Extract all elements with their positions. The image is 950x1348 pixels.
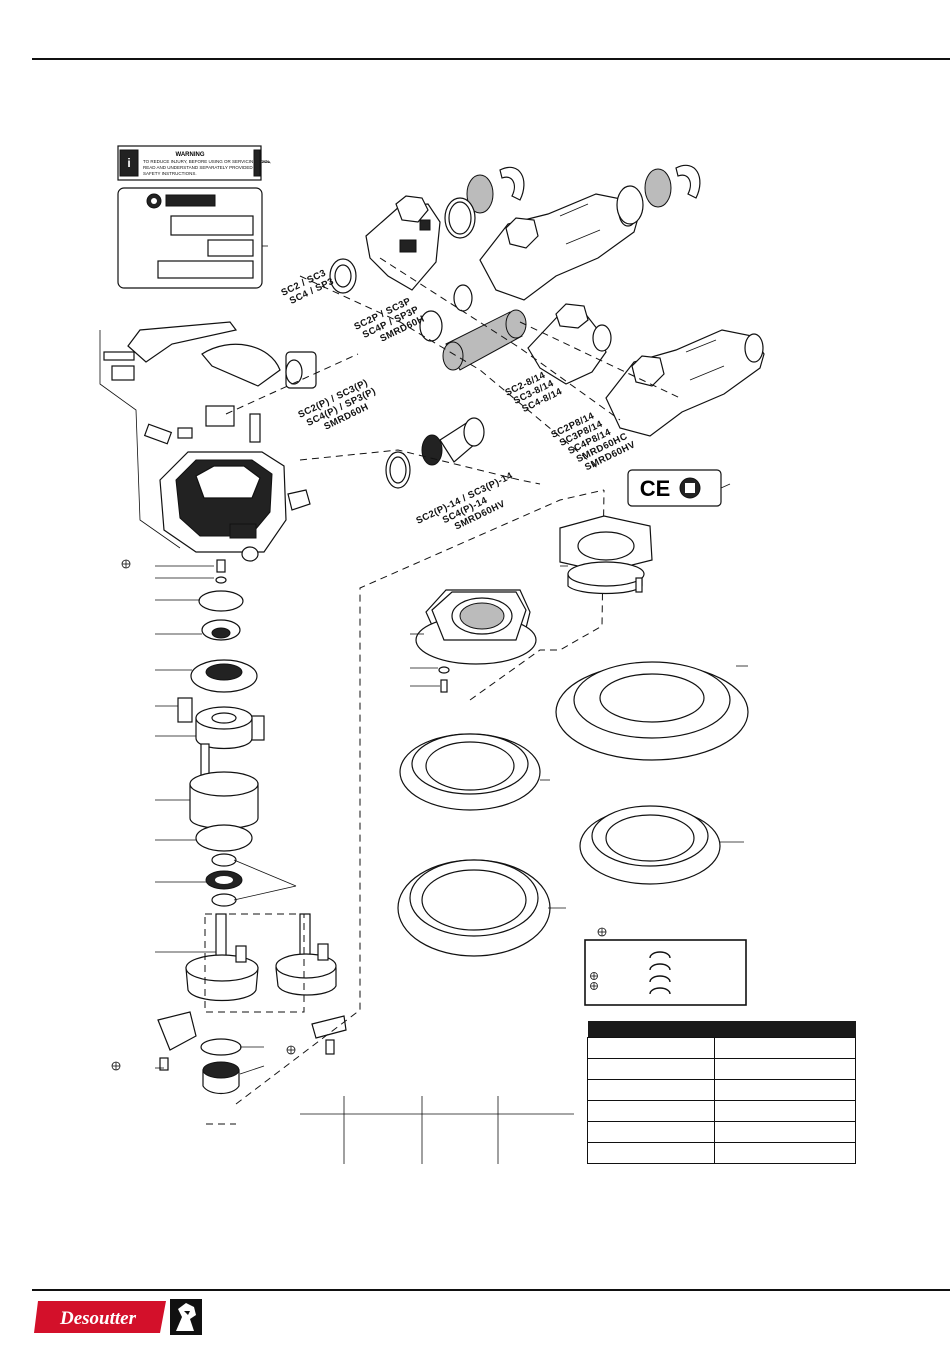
spindle-eccentric-alt [275, 913, 337, 996]
warning-text-3: SAFETY INSTRUCTIONS. [143, 171, 197, 176]
svg-text:i: i [127, 156, 130, 170]
table-row [587, 1142, 856, 1164]
shroud-small [397, 859, 551, 957]
shroud-leaders [410, 565, 748, 909]
retaining-clip-14 [675, 164, 701, 199]
model-grid [300, 1096, 574, 1164]
ce-marking: CE [627, 469, 722, 507]
variant-label-silencer-14: SC2(P)-14 / SC3(P)-14 SC4(P)-14 SMRD60HV [414, 470, 514, 532]
filter-disc-14 [644, 168, 672, 208]
warning-text-1: TO REDUCE INJURY, BEFORE USING OR SERVIC… [143, 159, 271, 164]
top-rule [32, 58, 950, 60]
table-row [587, 1058, 856, 1080]
leader-lines [155, 565, 297, 1075]
silencer-cylinder [442, 309, 527, 371]
counterweights [157, 1011, 347, 1071]
dashed-guides [204, 257, 681, 1125]
warning-title: WARNING [176, 152, 205, 158]
shroud-medium-2 [579, 805, 721, 885]
table-row [587, 1079, 856, 1101]
throttle-lever [103, 321, 238, 381]
silencer-14 [385, 417, 485, 489]
motor-housing-long-14 [605, 329, 765, 437]
svg-text:CE: CE [640, 476, 671, 501]
spec-table [587, 1021, 856, 1164]
table-row [587, 1037, 856, 1059]
motor-housing-long [479, 193, 639, 301]
filter-disc [466, 174, 494, 214]
rating-plate [117, 187, 263, 289]
square-adapter [415, 589, 537, 665]
spindle-eccentric [185, 913, 259, 1002]
warning-label: i WARNING TO REDUCE INJURY, BEFORE USING… [117, 145, 271, 181]
variant-label-housing-long: SC2P / SC3P SC4P / SP3P SMRD60H [352, 296, 426, 345]
pad-stack [177, 559, 265, 907]
table-row [587, 1121, 856, 1143]
warning-text-2: READ AND UNDERSTAND SEPARATELY PROVIDED [143, 165, 253, 170]
exhaust-deflector [285, 351, 317, 389]
bottom-rule [32, 1289, 950, 1291]
desoutter-logo: Desoutter [34, 1299, 202, 1335]
motor-housing-short-14 [527, 303, 612, 385]
seal-and-bearing [200, 1038, 242, 1095]
shroud-large [555, 661, 749, 761]
spec-table-header [587, 1021, 856, 1038]
critical-marks [111, 559, 296, 1071]
tool-body [159, 451, 287, 553]
brand-name: Desoutter [59, 1308, 137, 1329]
retaining-clip [499, 166, 525, 201]
orbit-legend [584, 927, 747, 1006]
table-row [587, 1100, 856, 1122]
valve-parts [143, 405, 261, 445]
variant-label-housing-short: SC2 / SC3 SC4 / SP3 [279, 268, 335, 307]
motor-housing-short [365, 195, 441, 291]
square-adapter-14 [559, 515, 653, 595]
lever-guard [201, 343, 281, 387]
shroud-medium [399, 733, 541, 811]
